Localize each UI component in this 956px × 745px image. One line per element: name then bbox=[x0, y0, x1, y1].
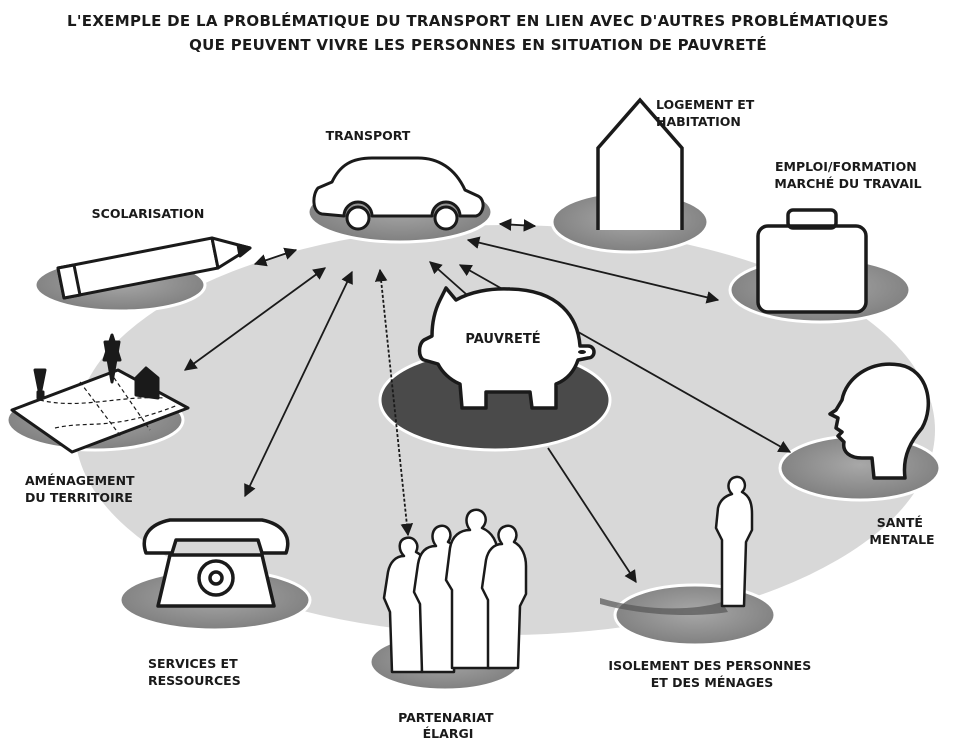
piggy-bank-icon bbox=[417, 286, 596, 410]
briefcase-icon bbox=[756, 208, 868, 314]
map-icon bbox=[10, 333, 190, 454]
label-amenagement: AMÉNAGEMENT DU TERRITOIRE bbox=[25, 473, 139, 505]
diagram-title-line-2: QUE PEUVENT VIVRE LES PERSONNES EN SITUA… bbox=[189, 36, 767, 54]
head-icon bbox=[828, 362, 931, 480]
label-emploi: EMPLOI/FORMATION MARCHÉ DU TRAVAIL bbox=[774, 159, 921, 191]
people-group-icon bbox=[382, 508, 528, 674]
label-sante: SANTÉ MENTALE bbox=[869, 515, 934, 547]
connection-arrows bbox=[183, 218, 792, 584]
lone-person-icon bbox=[600, 475, 754, 616]
label-pauvrete: PAUVRETÉ bbox=[465, 331, 540, 347]
arrow-transport-scolarisation bbox=[253, 247, 298, 267]
pencil-icon bbox=[56, 236, 252, 300]
telephone-icon bbox=[142, 518, 290, 608]
house-icon bbox=[596, 97, 684, 230]
arrow-transport-partenariat bbox=[374, 268, 414, 537]
node-labels: PAUVRETÉ TRANSPORT LOGEMENT ET HABITATIO… bbox=[25, 97, 935, 741]
arrow-transport-services bbox=[244, 270, 353, 498]
arrow-transport-logement bbox=[498, 218, 537, 232]
label-transport: TRANSPORT bbox=[326, 128, 411, 143]
arrow-pauvrete-isolement bbox=[547, 447, 637, 584]
car-icon bbox=[312, 156, 485, 231]
label-scolarisation: SCOLARISATION bbox=[92, 206, 205, 221]
diagram-title-line-1: L'EXEMPLE DE LA PROBLÉMATIQUE DU TRANSPO… bbox=[67, 12, 889, 30]
label-partenariat: PARTENARIAT ÉLARGI bbox=[398, 710, 498, 741]
label-isolement: ISOLEMENT DES PERSONNES ET DES MÉNAGES bbox=[608, 658, 815, 690]
pad-isolement bbox=[613, 583, 777, 647]
label-services: SERVICES ET RESSOURCES bbox=[148, 656, 242, 688]
label-logement: LOGEMENT ET HABITATION bbox=[656, 97, 759, 129]
